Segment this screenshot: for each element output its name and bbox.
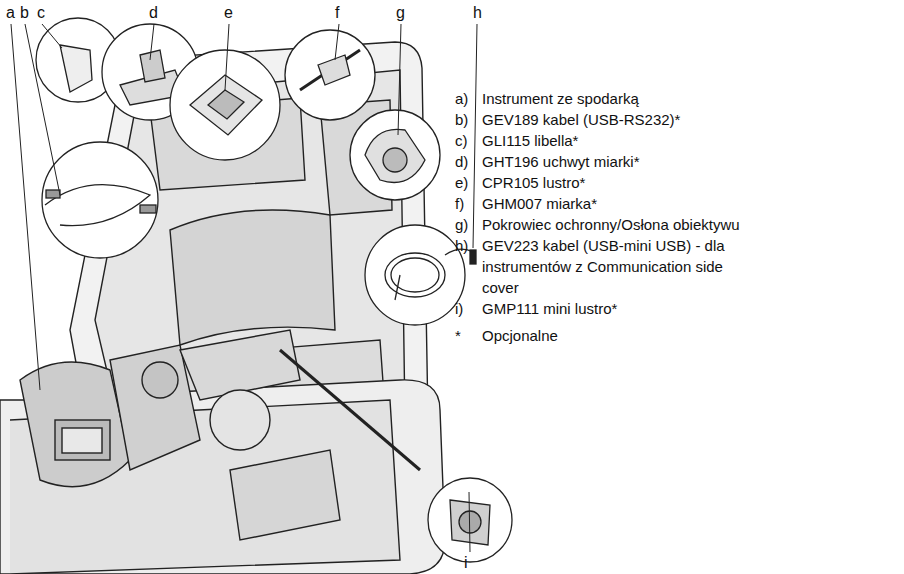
list-item: GMP111 mini lustro* xyxy=(482,298,617,319)
list-key: g) xyxy=(455,214,468,235)
callout-letter: f xyxy=(335,4,339,22)
list-item: Instrument ze spodarką xyxy=(482,88,639,109)
list-item: CPR105 lustro* xyxy=(482,172,585,193)
leader-lines xyxy=(11,24,477,552)
detail-bubbles xyxy=(36,18,512,562)
callout-letter: g xyxy=(396,4,405,22)
callout-letter: i xyxy=(464,554,468,572)
callout-letter: c xyxy=(37,4,45,22)
list-key: i) xyxy=(455,298,463,319)
list-key: e) xyxy=(455,172,468,193)
callout-letter: a xyxy=(6,4,15,22)
list-key: b) xyxy=(455,109,468,130)
list-key: d) xyxy=(455,151,468,172)
list-item: GLI115 libella* xyxy=(482,130,578,151)
list-key: c) xyxy=(455,130,468,151)
callout-letter: d xyxy=(149,4,158,22)
list-item: Pokrowiec ochronny/Osłona obiektywu xyxy=(482,214,740,235)
list-key: a) xyxy=(455,88,468,109)
list-key: f) xyxy=(455,193,464,214)
list-item: GEV223 kabel (USB-mini USB) - dla instru… xyxy=(482,235,732,298)
list-item: GHM007 miarka* xyxy=(482,193,597,214)
list-item: Opcjonalne xyxy=(482,325,558,346)
list-key: * xyxy=(455,325,461,346)
callout-letter: h xyxy=(473,4,482,22)
callout-letter: b xyxy=(20,4,29,22)
list-item: GEV189 kabel (USB-RS232)* xyxy=(482,109,680,130)
list-item: GHT196 uchwyt miarki* xyxy=(482,151,640,172)
callout-letter: e xyxy=(224,4,233,22)
list-key: h) xyxy=(455,235,468,256)
